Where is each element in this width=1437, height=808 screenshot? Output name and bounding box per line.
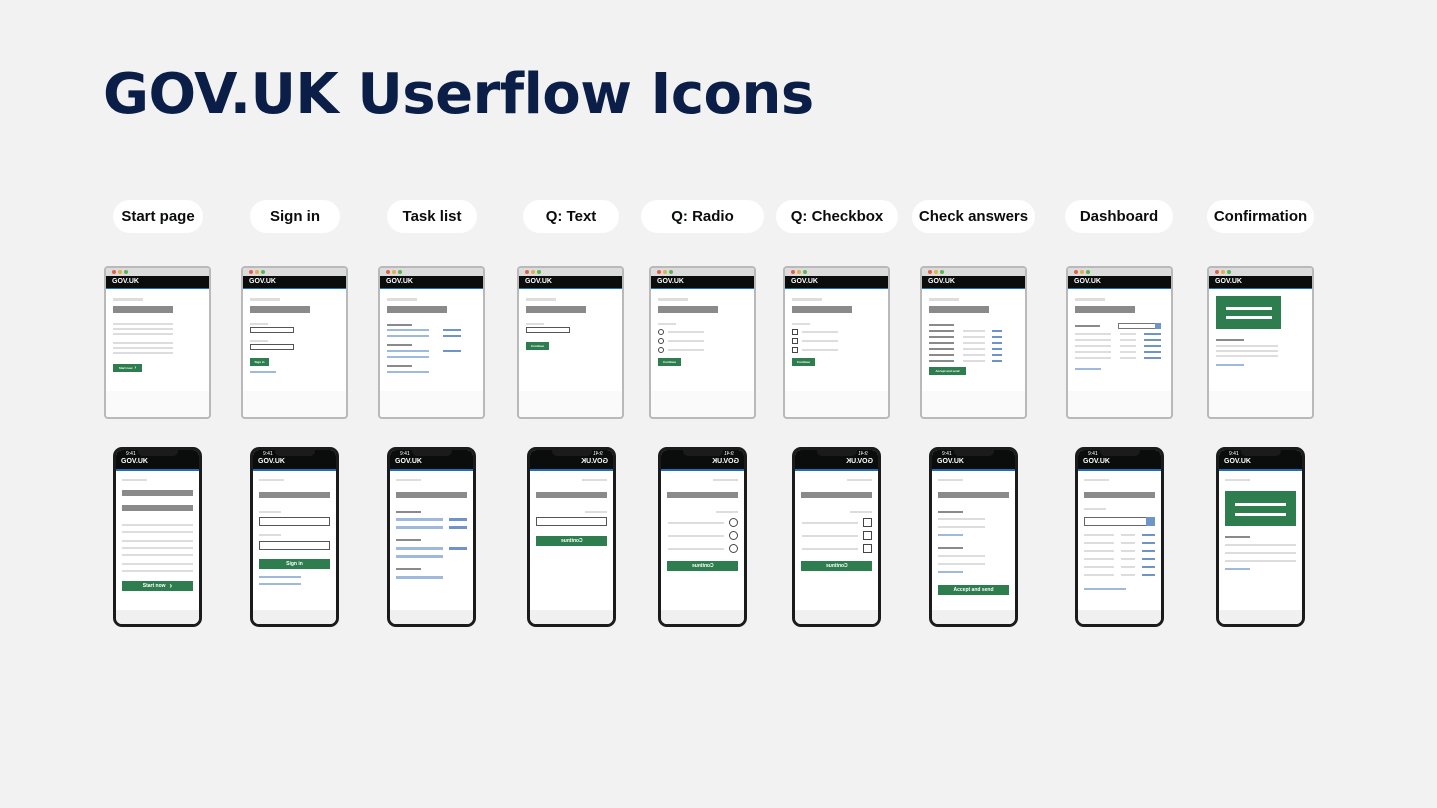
govuk-header-logo: GOV.UK (1209, 276, 1312, 289)
continue-button[interactable]: Continue (792, 358, 815, 366)
desktop-start-page: GOV.UK Start now› (104, 266, 211, 419)
checkbox[interactable] (792, 338, 798, 344)
status-time: 9:41 (126, 451, 136, 457)
govuk-header-logo: GOV.UK (519, 276, 622, 289)
govuk-header-logo: GOV.UK (1068, 276, 1171, 289)
confirmation-panel (1225, 491, 1296, 526)
chevron-right-icon: › (169, 581, 173, 590)
desktop-sign-in: GOV.UK Sign in (241, 266, 348, 419)
status-time: 9:41 (263, 451, 273, 457)
page-title: GOV.UK Userflow Icons (103, 62, 814, 127)
status-time: 9:41 (1088, 451, 1098, 457)
radio-option[interactable] (729, 531, 738, 540)
sign-in-button[interactable]: Sign in (250, 358, 269, 366)
govuk-header-logo: GOV.UK (1083, 458, 1110, 465)
chevron-right-icon: › (134, 365, 137, 371)
password-input[interactable] (250, 344, 294, 350)
govuk-header-logo: GOV.UK (380, 276, 483, 289)
govuk-header-logo: GOV.UK (395, 458, 422, 465)
search-icon[interactable] (1155, 323, 1161, 329)
radio-option[interactable] (729, 518, 738, 527)
accept-and-send-button[interactable]: Accept and send (929, 367, 966, 375)
desktop-q-checkbox: GOV.UK Continue (783, 266, 890, 419)
govuk-header-logo: GOV.UK (922, 276, 1025, 289)
radio-option[interactable] (658, 338, 664, 344)
govuk-header-logo: GOV.UK (846, 458, 873, 465)
search-icon[interactable] (1146, 517, 1155, 526)
desktop-check-answers: GOV.UK Accept and send (920, 266, 1027, 419)
checkbox[interactable] (863, 531, 872, 540)
label-q-text: Q: Text (523, 200, 619, 233)
checkbox[interactable] (863, 518, 872, 527)
status-time: 9:41 (1229, 451, 1239, 457)
password-input[interactable] (259, 541, 330, 550)
start-now-button[interactable]: Start now› (113, 364, 142, 372)
username-input[interactable] (259, 517, 330, 526)
label-start-page: Start page (113, 200, 203, 233)
desktop-task-list: GOV.UK (378, 266, 485, 419)
govuk-header-logo: GOV.UK (121, 458, 148, 465)
label-confirmation: Confirmation (1207, 200, 1314, 233)
continue-button[interactable]: Continue (526, 342, 549, 350)
status-time: 9:41 (724, 451, 734, 457)
label-dashboard: Dashboard (1065, 200, 1173, 233)
desktop-q-text: GOV.UK Continue (517, 266, 624, 419)
label-check-answers: Check answers (912, 200, 1035, 233)
username-input[interactable] (250, 327, 294, 333)
radio-option[interactable] (658, 329, 664, 335)
link[interactable] (250, 371, 276, 373)
continue-button[interactable]: Continue (667, 561, 738, 571)
label-task-list: Task list (387, 200, 477, 233)
window-maximise-dot (124, 270, 128, 274)
label-q-radio: Q: Radio (641, 200, 764, 233)
label-sign-in: Sign in (250, 200, 340, 233)
continue-button[interactable]: Continue (801, 561, 872, 571)
confirmation-panel (1216, 296, 1281, 329)
window-minimise-dot (118, 270, 122, 274)
start-now-button[interactable]: Start now› (122, 581, 193, 591)
govuk-header-logo: GOV.UK (712, 458, 739, 465)
label-q-checkbox: Q: Checkbox (776, 200, 898, 233)
link[interactable] (259, 576, 301, 578)
desktop-confirmation: GOV.UK (1207, 266, 1314, 419)
continue-button[interactable]: Continue (658, 358, 681, 366)
desktop-dashboard: GOV.UK (1066, 266, 1173, 419)
govuk-header-logo: GOV.UK (785, 276, 888, 289)
window-close-dot (112, 270, 116, 274)
status-time: 9:41 (858, 451, 868, 457)
text-input[interactable] (536, 517, 607, 526)
radio-option[interactable] (658, 347, 664, 353)
radio-option[interactable] (729, 544, 738, 553)
status-time: 9:41 (400, 451, 410, 457)
govuk-header-logo: GOV.UK (106, 276, 209, 289)
govuk-header-logo: GOV.UK (937, 458, 964, 465)
link[interactable] (259, 583, 301, 585)
accept-and-send-button[interactable]: Accept and send (938, 585, 1009, 595)
status-time: 9:41 (593, 451, 603, 457)
govuk-header-logo: GOV.UK (243, 276, 346, 289)
govuk-header-logo: GOV.UK (1224, 458, 1251, 465)
search-input[interactable] (1084, 517, 1155, 526)
sign-in-button[interactable]: Sign in (259, 559, 330, 569)
checkbox[interactable] (863, 544, 872, 553)
status-time: 9:41 (942, 451, 952, 457)
checkbox[interactable] (792, 347, 798, 353)
desktop-q-radio: GOV.UK Continue (649, 266, 756, 419)
govuk-header-logo: GOV.UK (581, 458, 608, 465)
govuk-header-logo: GOV.UK (651, 276, 754, 289)
govuk-header-logo: GOV.UK (258, 458, 285, 465)
continue-button[interactable]: Continue (536, 536, 607, 546)
text-input[interactable] (526, 327, 570, 333)
checkbox[interactable] (792, 329, 798, 335)
